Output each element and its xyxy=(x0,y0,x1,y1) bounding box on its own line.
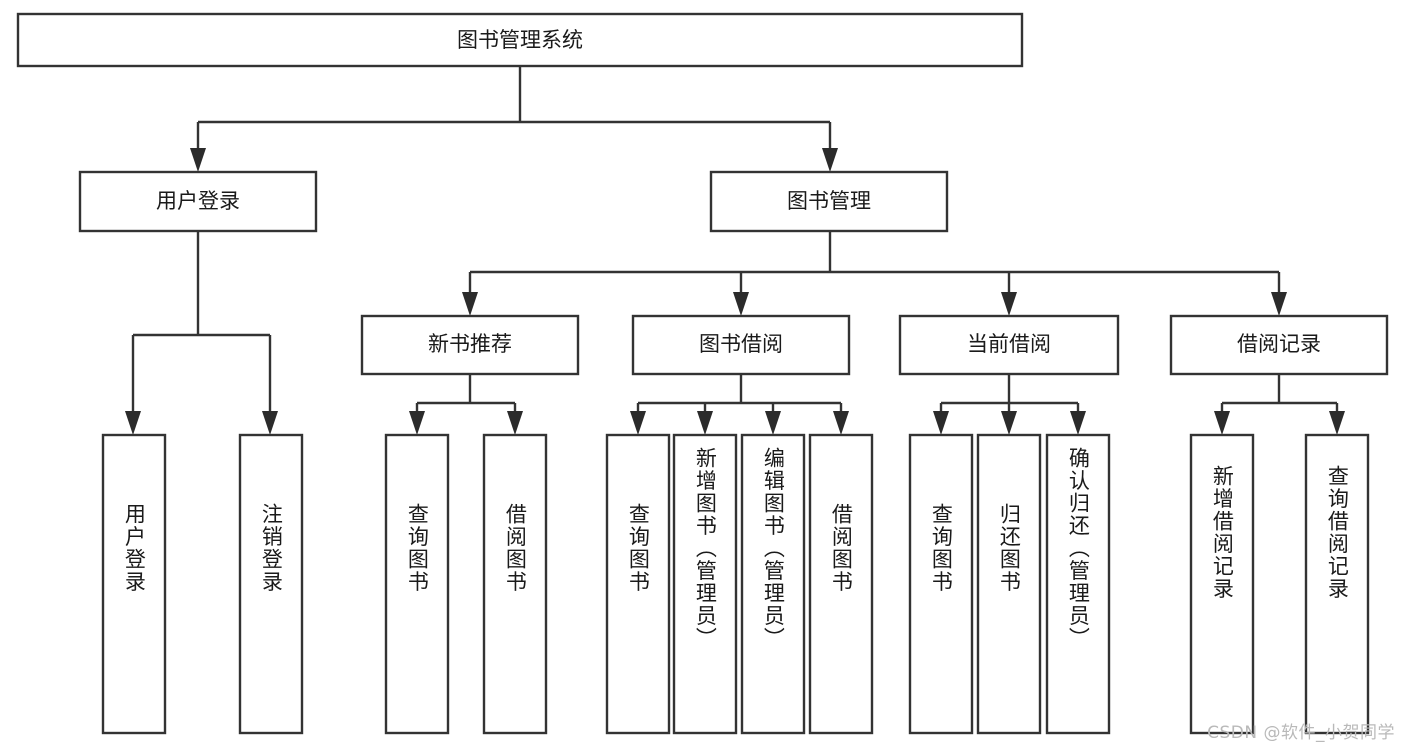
node-current-borrow-box[interactable] xyxy=(898,314,1120,376)
arrow-head-book-mgmt xyxy=(822,148,838,172)
leaf-cb-confirm-box[interactable] xyxy=(1045,433,1111,735)
node-book-borrow-box[interactable] xyxy=(631,314,851,376)
leaf-nb-borrow-box[interactable] xyxy=(482,433,548,735)
node-borrow-record-label: 借阅记录 xyxy=(1237,332,1321,356)
arrow-head-cb-query xyxy=(933,411,949,435)
node-book-management[interactable]: 图书管理 xyxy=(709,170,949,233)
arrow-head-cb-confirm xyxy=(1070,411,1086,435)
connector-userlogin-to-leaves xyxy=(125,231,278,435)
arrow-head-newbook xyxy=(462,292,478,316)
node-root-label: 图书管理系统 xyxy=(457,28,583,52)
node-root[interactable]: 图书管理系统 xyxy=(16,12,1024,68)
arrow-head-cb-return xyxy=(1001,411,1017,435)
arrow-head-record xyxy=(1271,292,1287,316)
arrow-head-borrow xyxy=(733,292,749,316)
arrow-head-bw-borrow xyxy=(833,411,849,435)
connector-newbook-to-leaves xyxy=(409,374,523,435)
leaf-bw-add-box[interactable] xyxy=(672,433,738,735)
node-user-login[interactable]: 用户登录 xyxy=(78,170,318,233)
node-borrow-record[interactable]: 借阅记录 xyxy=(1169,314,1389,376)
connector-root-to-level2 xyxy=(190,66,838,172)
node-current-borrow-label: 当前借阅 xyxy=(967,332,1051,356)
leaf-bw-borrow-box[interactable] xyxy=(808,433,874,735)
arrow-head-bw-query xyxy=(630,411,646,435)
arrow-head-bw-edit xyxy=(765,411,781,435)
arrow-head-leaf-user-login xyxy=(125,411,141,435)
node-user-login-label: 用户登录 xyxy=(156,189,240,213)
leaf-logout-box[interactable] xyxy=(238,433,304,735)
connector-record-to-leaves xyxy=(1214,374,1345,435)
leaf-cb-query-box[interactable] xyxy=(908,433,974,735)
leaf-bw-query-box[interactable] xyxy=(605,433,671,735)
arrow-head-leaf-logout xyxy=(262,411,278,435)
node-root-box[interactable] xyxy=(16,12,1024,68)
leaf-rec-add-box[interactable] xyxy=(1189,433,1255,735)
leaf-boxes xyxy=(101,433,1370,735)
connector-bookmgmt-to-level3 xyxy=(462,231,1287,316)
node-user-login-box[interactable] xyxy=(78,170,318,233)
arrow-head-nb-query xyxy=(409,411,425,435)
node-new-book-recommend[interactable]: 新书推荐 xyxy=(360,314,580,376)
leaf-bw-edit-box[interactable] xyxy=(740,433,806,735)
leaf-cb-return-box[interactable] xyxy=(976,433,1042,735)
arrow-head-rec-query xyxy=(1329,411,1345,435)
node-new-book-recommend-label: 新书推荐 xyxy=(428,332,512,356)
node-book-management-box[interactable] xyxy=(709,170,949,233)
arrow-head-rec-add xyxy=(1214,411,1230,435)
connector-borrow-to-leaves xyxy=(630,374,849,435)
node-current-borrow[interactable]: 当前借阅 xyxy=(898,314,1120,376)
leaf-rec-query-box[interactable] xyxy=(1304,433,1370,735)
node-borrow-record-box[interactable] xyxy=(1169,314,1389,376)
leaf-user-login-box[interactable] xyxy=(101,433,167,735)
arrow-head-bw-add xyxy=(697,411,713,435)
node-new-book-recommend-box[interactable] xyxy=(360,314,580,376)
csdn-watermark: CSDN @软件_小贺同学 xyxy=(1207,723,1395,743)
node-book-borrow-label: 图书借阅 xyxy=(699,332,783,356)
arrow-head-current xyxy=(1001,292,1017,316)
arrow-head-user-login xyxy=(190,148,206,172)
node-book-management-label: 图书管理 xyxy=(787,189,871,213)
connector-current-to-leaves xyxy=(933,374,1086,435)
leaf-nb-query-box[interactable] xyxy=(384,433,450,735)
node-book-borrow[interactable]: 图书借阅 xyxy=(631,314,851,376)
arrow-head-nb-borrow xyxy=(507,411,523,435)
